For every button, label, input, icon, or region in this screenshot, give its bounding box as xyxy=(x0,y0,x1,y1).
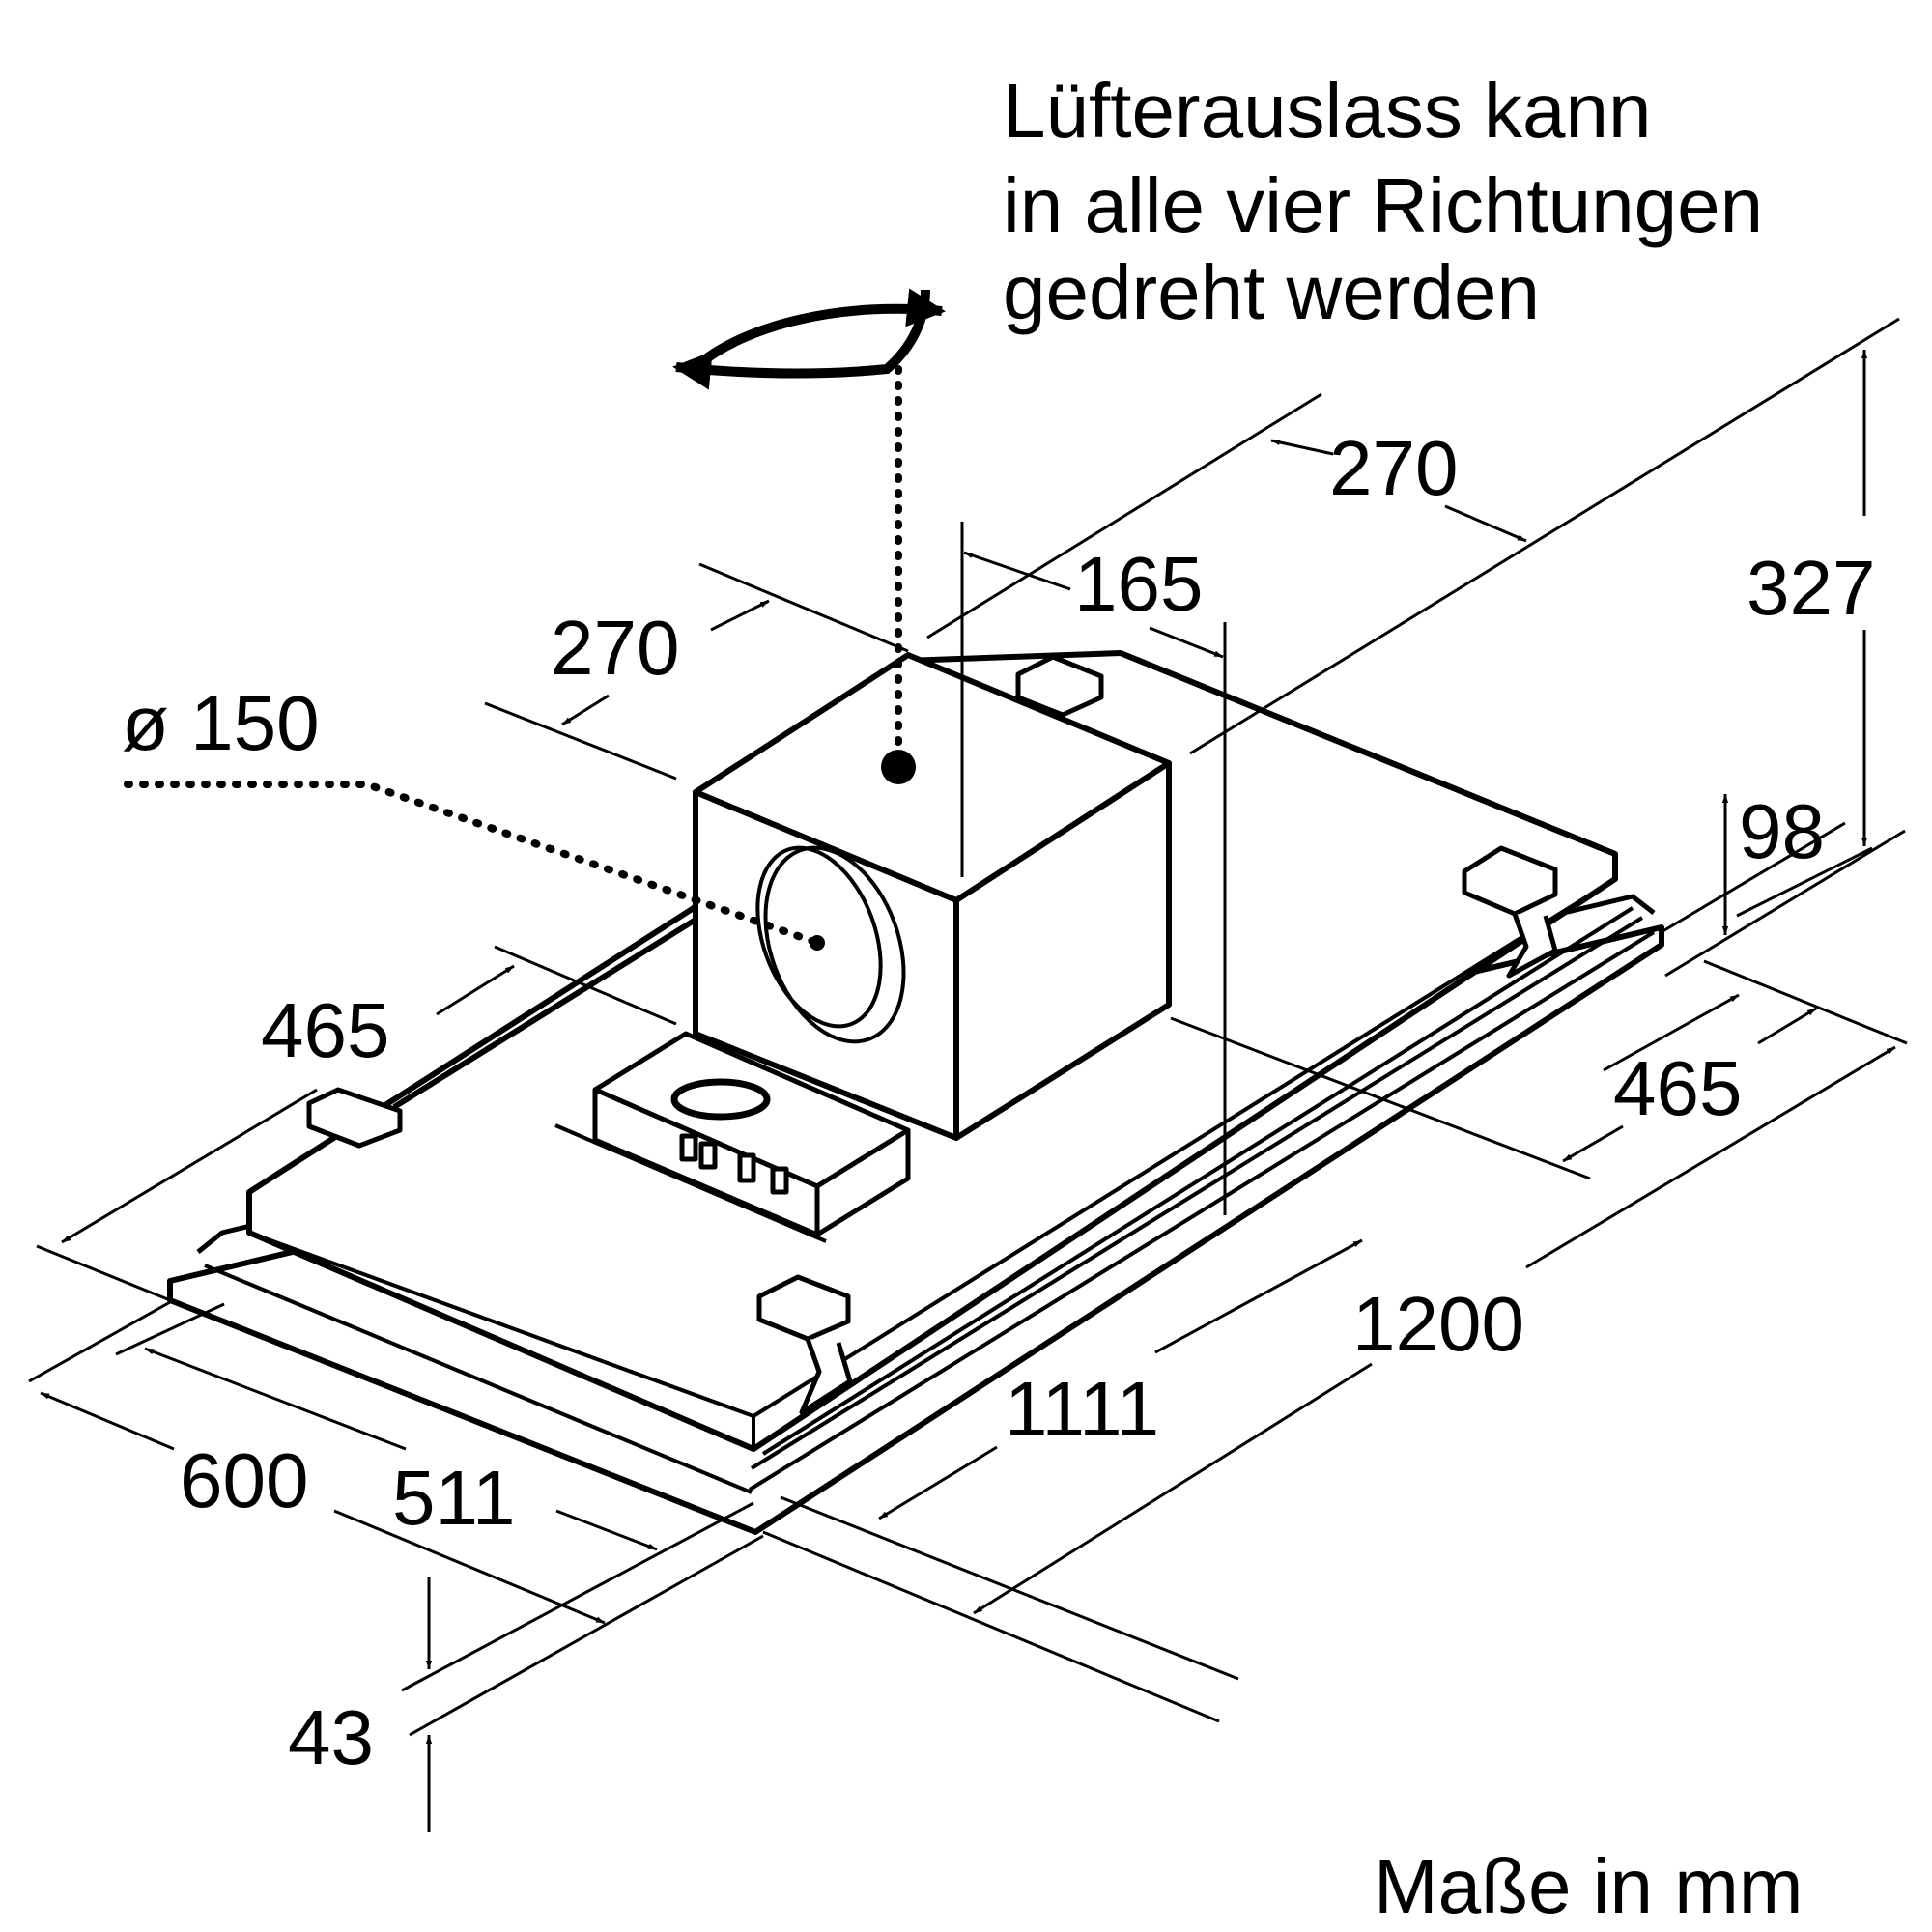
label-270-right: 270 xyxy=(1329,425,1458,511)
dimension-lines xyxy=(28,317,1908,1832)
leader-lines xyxy=(124,365,902,947)
dim-600-line xyxy=(40,1391,175,1451)
label-465-left: 465 xyxy=(261,987,389,1073)
label-1200: 1200 xyxy=(1352,1281,1524,1367)
bracket-rear-mid xyxy=(1015,654,1104,718)
connector-1 xyxy=(679,1133,698,1162)
dim-270-right-line xyxy=(1270,439,1334,456)
rear-edge xyxy=(392,917,697,1110)
rotation-arrow-icon xyxy=(672,288,946,390)
annotation-line-2: in alle vier Richtungen xyxy=(1003,162,1763,248)
control-unit xyxy=(554,1031,911,1243)
body-long-edge xyxy=(752,877,1617,1418)
dim-165-line xyxy=(963,551,1071,591)
body-front-edge xyxy=(248,1231,754,1418)
bracket-rear-left xyxy=(306,1087,403,1149)
dim-465-right-line xyxy=(1603,993,1740,1072)
control-mount-rail xyxy=(554,1123,827,1243)
frame-inner-edge xyxy=(204,1264,753,1494)
diameter-leader xyxy=(124,781,821,947)
label-43: 43 xyxy=(288,1694,374,1780)
frame-front-edge-3 xyxy=(761,906,1634,1456)
label-diameter: ø 150 xyxy=(122,680,320,766)
outlet-top-dot-icon xyxy=(881,750,916,784)
label-511: 511 xyxy=(392,1455,516,1541)
mounting-brackets xyxy=(306,654,1558,1415)
connector-4 xyxy=(770,1166,789,1195)
outlet-ring-inner xyxy=(755,845,883,1029)
annotation-text: Lüfterauslass kann in alle vier Richtung… xyxy=(1003,68,1763,335)
dim-465-left-line xyxy=(436,964,515,1016)
label-327: 327 xyxy=(1747,545,1875,631)
dim-511-line xyxy=(144,1347,407,1451)
fan-box xyxy=(693,652,1172,1141)
label-270-left: 270 xyxy=(551,605,679,691)
dim-1200-line xyxy=(1525,1045,1896,1269)
control-knob xyxy=(670,1078,771,1121)
frame-front-edge xyxy=(748,930,1656,1492)
label-465-right: 465 xyxy=(1613,1045,1742,1131)
bracket-front-right xyxy=(1462,845,1558,979)
label-1111: 1111 xyxy=(1005,1366,1159,1452)
outlet-ring-outer xyxy=(763,845,906,1044)
fan-box-side xyxy=(953,760,1172,1141)
annotation-line-3: gedreht werden xyxy=(1003,249,1540,335)
frame-front-edge-2 xyxy=(750,916,1644,1470)
connector-2 xyxy=(698,1141,718,1170)
bracket-front-left xyxy=(756,1274,853,1415)
dimension-labels: 270 165 270 ø 150 327 98 465 465 1200 11… xyxy=(122,425,1875,1780)
body-rear-edge xyxy=(1119,650,1617,857)
label-165: 165 xyxy=(1074,541,1203,627)
label-600: 600 xyxy=(180,1437,308,1523)
dim-1111-line xyxy=(1154,1238,1363,1354)
connector-3 xyxy=(737,1152,756,1183)
annotation-line-1: Lüfterauslass kann xyxy=(1003,68,1652,154)
dim-270-left-line xyxy=(710,599,770,632)
units-note: Maße in mm xyxy=(1374,1843,1804,1929)
label-98: 98 xyxy=(1739,788,1825,874)
control-box-side xyxy=(814,1127,911,1237)
